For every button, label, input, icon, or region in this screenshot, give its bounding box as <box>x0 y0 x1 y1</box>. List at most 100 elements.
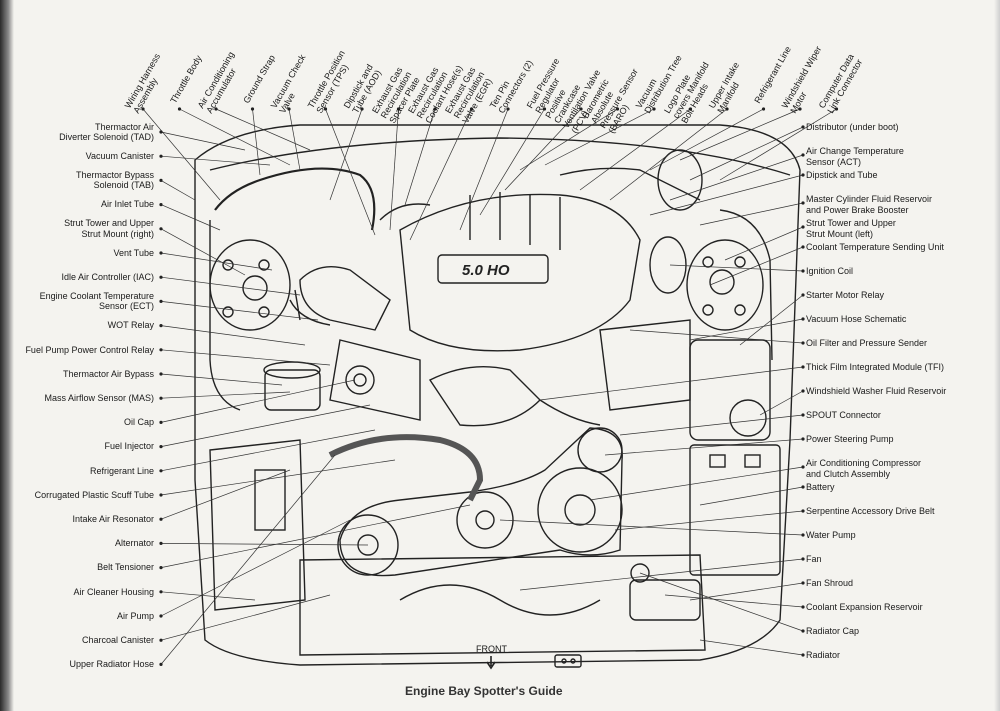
logo-plate <box>437 254 549 284</box>
leader-line <box>160 519 351 617</box>
leader-dot <box>159 396 163 400</box>
leader-line <box>664 594 804 608</box>
leader-dot <box>801 125 805 129</box>
battery-shape <box>689 444 781 576</box>
leader-line <box>679 108 801 161</box>
leader-line <box>160 325 306 346</box>
leader-dot <box>159 299 163 303</box>
leader-line <box>179 108 291 166</box>
leader-lines <box>142 108 837 665</box>
leader-line <box>160 391 291 399</box>
leader-line <box>160 504 471 568</box>
label-air-cleaner-housing: Air Cleaner Housing <box>73 586 154 597</box>
engine-badge: 5.0 HO <box>462 262 510 279</box>
leader-line <box>669 264 804 272</box>
leader-dot <box>725 107 729 111</box>
leader-dot <box>159 566 163 570</box>
leader-line <box>409 108 472 241</box>
leader-line <box>160 349 331 366</box>
leader-dot <box>323 107 328 111</box>
leader-dot <box>801 557 805 561</box>
leader-line <box>160 594 331 641</box>
ignition-coil <box>649 236 687 294</box>
label-engine-coolant-temperature-sensor-ect: Engine Coolant Temperature Sensor (ECT) <box>39 290 154 312</box>
leader-line <box>589 466 804 501</box>
label-serpentine-accessory-drive-belt: Serpentine Accessory Drive Belt <box>806 506 935 516</box>
leader-dot <box>159 178 163 182</box>
distributor-boot <box>657 149 703 211</box>
label-distributor-under-boot: Distributor (under boot) <box>806 122 899 132</box>
leader-dot <box>801 605 805 609</box>
leader-dot <box>141 107 145 111</box>
leader-line <box>160 155 271 166</box>
leader-line <box>215 108 311 151</box>
leader-dot <box>159 227 163 231</box>
leader-line <box>160 404 371 447</box>
label-fan: Fan <box>806 554 822 564</box>
leader-dot <box>159 517 163 521</box>
leader-line <box>160 276 301 296</box>
leader-dot <box>396 107 401 111</box>
label-thermactor-air-bypass: Thermactor Air Bypass <box>62 368 154 379</box>
label-air-inlet-tube: Air Inlet Tube <box>100 199 154 210</box>
leader-dot <box>159 324 163 328</box>
leader-dot <box>159 469 163 473</box>
page-title: Engine Bay Spotter's Guide <box>405 684 563 698</box>
leader-line <box>519 558 804 591</box>
leader-line <box>459 108 509 231</box>
firewall <box>209 137 791 176</box>
label-vacuum-hose-schematic: Vacuum Hose Schematic <box>806 314 907 324</box>
leader-line <box>579 108 691 191</box>
leader-dot <box>159 493 163 497</box>
leader-dot <box>615 107 620 111</box>
leader-line <box>539 366 804 401</box>
leader-line <box>519 108 618 171</box>
label-vacuum-canister: Vacuum Canister <box>85 150 154 161</box>
scan-binding-shadow <box>0 0 14 711</box>
leader-dot <box>801 225 805 229</box>
leader-dot <box>801 629 805 633</box>
leader-line <box>619 414 804 436</box>
label-oil-cap: Oil Cap <box>123 417 154 428</box>
leader-dot <box>159 662 163 667</box>
bay-outline <box>194 124 801 666</box>
leader-line <box>499 519 804 536</box>
leader-dot <box>159 614 163 618</box>
front-label: FRONT <box>476 644 507 654</box>
strut-tower-left <box>686 239 764 331</box>
leader-line <box>142 108 221 201</box>
label-battery: Battery <box>806 482 835 492</box>
label-ignition-coil: Ignition Coil <box>806 266 854 276</box>
leader-dot <box>801 317 805 321</box>
leader-line <box>689 582 804 601</box>
leader-dots <box>141 107 839 667</box>
air-inlet-tube <box>299 266 391 331</box>
leader-line <box>544 108 655 166</box>
leader-dot <box>688 107 693 111</box>
label-idle-air-controller-iac: Idle Air Controller (IAC) <box>61 271 154 282</box>
leader-line <box>325 108 376 236</box>
leader-dot <box>801 201 805 205</box>
valve-cover-right <box>329 339 421 421</box>
leader-line <box>614 510 804 531</box>
leader-line <box>160 429 376 472</box>
leader-line <box>160 301 319 321</box>
leader-line <box>639 572 804 632</box>
label-air-conditioning-compressor-and-clutch-assembly: Air Conditioning Compressor and Clutch A… <box>806 458 922 479</box>
leader-dot <box>801 485 805 489</box>
leader-line <box>609 108 728 201</box>
leader-dot <box>159 251 163 255</box>
leader-dot <box>801 437 805 441</box>
leader-line <box>160 252 273 271</box>
leader-line <box>160 454 336 665</box>
leader-dot <box>798 107 802 111</box>
leader-line <box>160 379 356 423</box>
leader-line <box>759 390 804 416</box>
leader-dot <box>159 638 163 642</box>
leader-line <box>288 108 301 171</box>
label-corrugated-plastic-scuff-tube: Corrugated Plastic Scuff Tube <box>34 489 154 500</box>
leader-line <box>689 318 804 341</box>
washer-reservoir <box>689 339 771 441</box>
